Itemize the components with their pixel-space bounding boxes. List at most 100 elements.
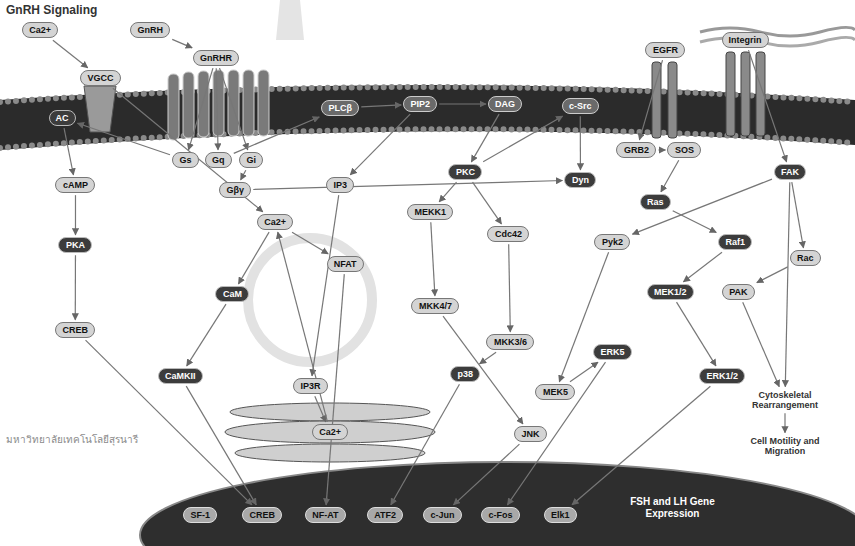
node-label: MEK1/2 bbox=[654, 287, 687, 297]
protein-node: PIP2 bbox=[403, 96, 437, 112]
node-label: Ca2+ bbox=[264, 217, 286, 227]
signal-arrow bbox=[443, 316, 523, 424]
signal-arrow bbox=[480, 352, 496, 364]
node-label: PAK bbox=[729, 287, 748, 297]
protein-node: NFAT bbox=[327, 256, 364, 272]
node-label: ATF2 bbox=[374, 510, 396, 520]
node-label: c-Src bbox=[569, 101, 592, 111]
watermark-text: มหาวิทยาลัยเทคโนโลยีสุรนารี bbox=[6, 432, 138, 447]
signal-arrow bbox=[186, 386, 256, 505]
node-label: ERK5 bbox=[600, 347, 625, 357]
signal-arrow bbox=[241, 170, 246, 180]
protein-node: p38 bbox=[450, 366, 480, 382]
protein-node: CaM bbox=[215, 286, 249, 302]
signal-arrow bbox=[172, 39, 192, 47]
protein-node: Cdc42 bbox=[487, 226, 529, 242]
signal-arrow bbox=[580, 116, 581, 170]
signal-arrow bbox=[748, 50, 786, 162]
signal-arrow bbox=[53, 40, 88, 68]
signal-arrow bbox=[683, 252, 722, 282]
signal-arrow bbox=[312, 195, 339, 376]
protein-node: GnRH bbox=[130, 22, 170, 38]
protein-node: GRB2 bbox=[616, 142, 656, 158]
signal-arrow bbox=[559, 252, 608, 382]
protein-node: CREB bbox=[242, 507, 282, 523]
outcome-text: Cell Motility and Migration bbox=[738, 435, 833, 458]
protein-node: ATF2 bbox=[367, 507, 403, 523]
protein-node: MKK4/7 bbox=[411, 298, 459, 314]
node-label: Integrin bbox=[729, 35, 762, 45]
signal-arrow bbox=[743, 302, 780, 386]
protein-node: CaMKII bbox=[158, 368, 203, 384]
protein-node: GnRHR bbox=[193, 50, 239, 66]
signal-arrow bbox=[216, 68, 218, 150]
protein-node: MEKK1 bbox=[407, 204, 453, 220]
node-label: ERK1/2 bbox=[706, 371, 738, 381]
protein-node: NF-AT bbox=[305, 507, 346, 523]
node-label: Dyn bbox=[571, 175, 589, 185]
protein-node: c-Jun bbox=[423, 507, 462, 523]
node-label: MKK3/6 bbox=[493, 337, 527, 347]
signal-arrow bbox=[792, 182, 804, 248]
signal-arrow bbox=[454, 444, 520, 505]
signal-arrow bbox=[572, 386, 710, 505]
node-label: PIP2 bbox=[410, 99, 430, 109]
signal-arrow bbox=[632, 179, 772, 234]
protein-node: Ca2+ bbox=[257, 214, 293, 230]
signal-arrow bbox=[239, 232, 270, 284]
node-label: Gs bbox=[179, 155, 192, 165]
signal-arrow bbox=[431, 222, 435, 296]
node-label: FAK bbox=[781, 167, 799, 177]
signal-arrow bbox=[784, 413, 785, 432]
protein-node: Integrin bbox=[722, 32, 769, 48]
node-label: Cdc42 bbox=[494, 229, 522, 239]
protein-node: Raf1 bbox=[718, 234, 752, 250]
signal-arrow bbox=[439, 103, 486, 104]
protein-node: Pyk2 bbox=[594, 234, 630, 250]
node-label: IP3R bbox=[300, 381, 321, 391]
signal-arrow bbox=[673, 211, 717, 233]
protein-node: Elk1 bbox=[544, 507, 577, 523]
protein-node: IP3R bbox=[293, 378, 328, 394]
protein-node: PKA bbox=[58, 237, 92, 253]
node-label: c-Jun bbox=[430, 510, 455, 520]
signal-arrow bbox=[75, 255, 76, 320]
protein-node: cAMP bbox=[55, 177, 95, 193]
node-label: PLCβ bbox=[328, 103, 352, 113]
node-label: SOS bbox=[674, 145, 694, 155]
protein-node: FAK bbox=[774, 164, 806, 180]
node-label: Gq bbox=[212, 155, 225, 165]
protein-node: CREB bbox=[55, 322, 95, 338]
node-label: CaM bbox=[222, 289, 242, 299]
protein-node: EGFR bbox=[645, 42, 685, 58]
node-label: MKK4/7 bbox=[418, 301, 452, 311]
protein-node: Ca2+ bbox=[22, 22, 58, 38]
protein-node: PKC bbox=[448, 164, 482, 180]
protein-node: IP3 bbox=[326, 177, 354, 193]
signal-arrow bbox=[677, 302, 716, 366]
signal-arrow bbox=[253, 181, 562, 190]
signal-arrow bbox=[189, 68, 213, 150]
node-label: p38 bbox=[457, 369, 473, 379]
protein-node: ERK5 bbox=[593, 344, 632, 360]
signal-arrow bbox=[507, 362, 605, 505]
node-label: Pyk2 bbox=[601, 237, 623, 247]
protein-node: Gβγ bbox=[219, 182, 251, 198]
protein-node: PAK bbox=[722, 284, 755, 300]
signal-arrow bbox=[64, 128, 73, 175]
node-label: MEKK1 bbox=[414, 207, 446, 217]
signal-arrow bbox=[509, 244, 511, 332]
node-label: GRB2 bbox=[623, 145, 649, 155]
signal-arrow bbox=[661, 160, 679, 192]
protein-node: VGCC bbox=[80, 70, 121, 86]
protein-node: MKK3/6 bbox=[486, 334, 534, 350]
node-label: CaMKII bbox=[165, 371, 196, 381]
protein-node: JNK bbox=[514, 426, 547, 442]
signal-arrow bbox=[391, 384, 460, 505]
node-label: DAG bbox=[495, 99, 515, 109]
node-label: Raf1 bbox=[725, 237, 745, 247]
node-label: Gi bbox=[246, 155, 256, 165]
node-label: Ras bbox=[647, 197, 664, 207]
